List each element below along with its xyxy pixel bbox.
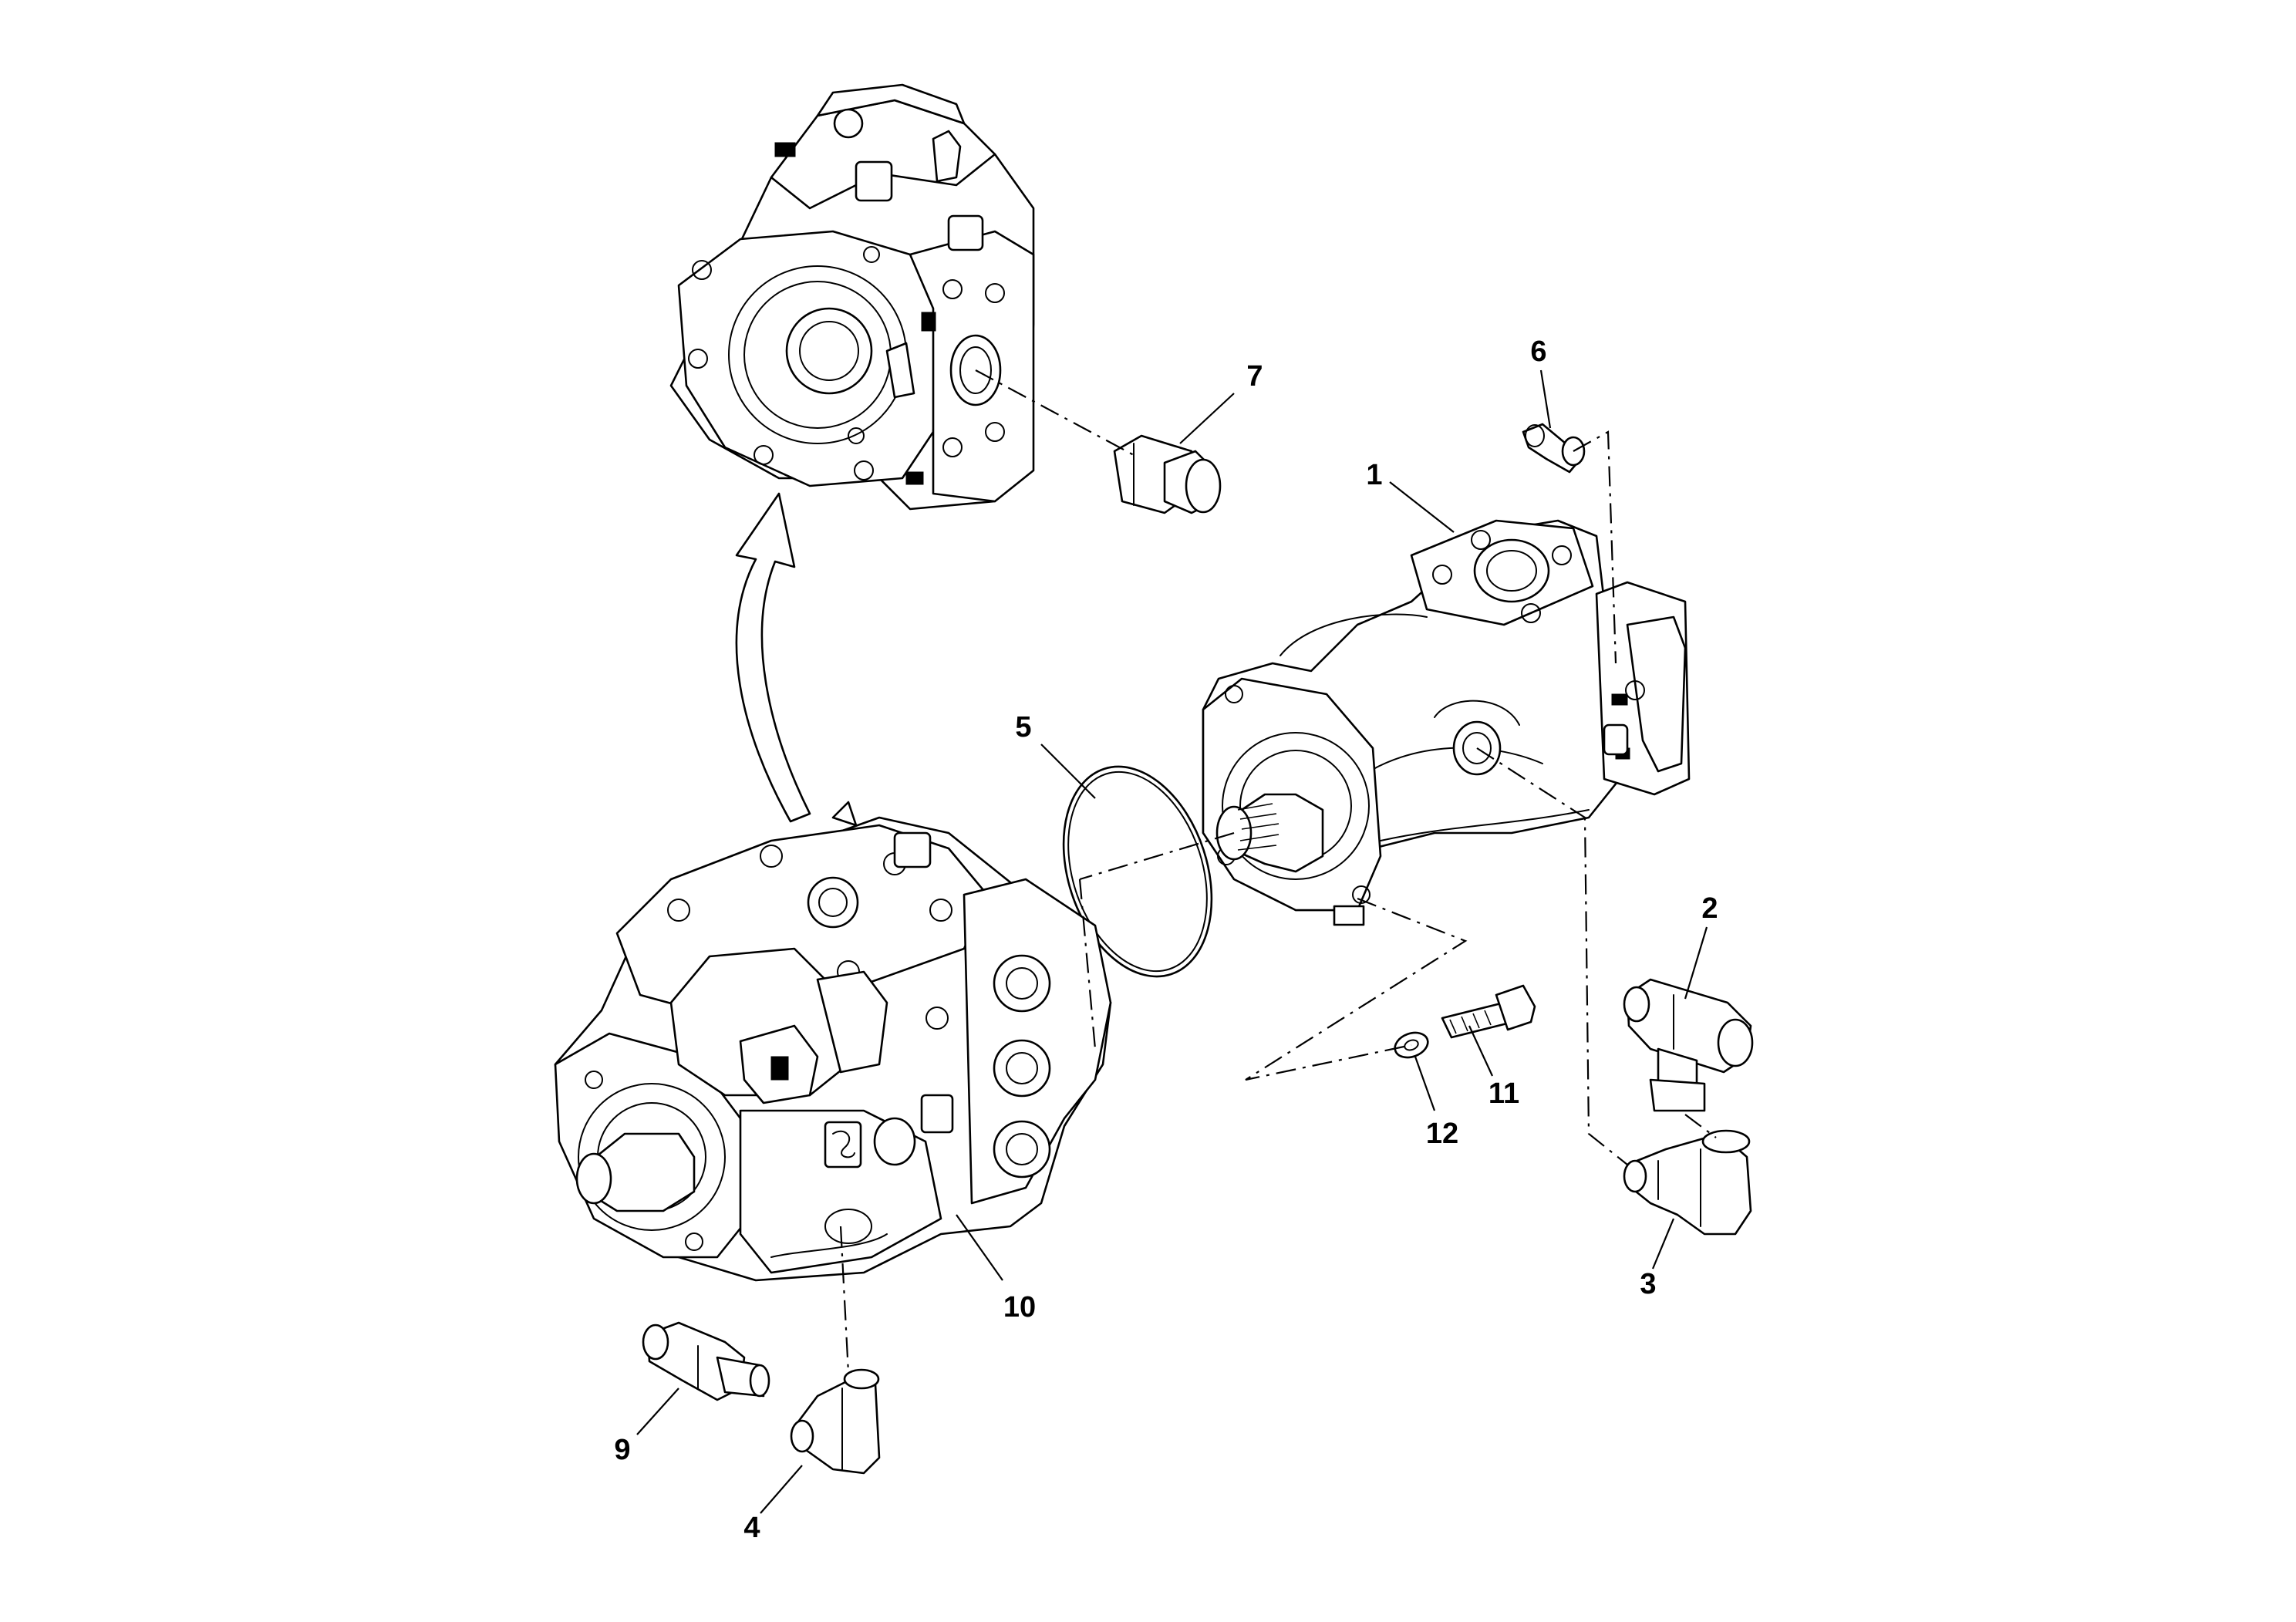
callout-4: 4 <box>743 1465 803 1544</box>
main-pump-part-10 <box>554 801 1112 1282</box>
tee-fitting-part-9 <box>642 1321 770 1401</box>
svg-text:12: 12 <box>1426 1118 1458 1150</box>
bolt-part-11 <box>1441 984 1536 1039</box>
callout-6: 6 <box>1530 336 1552 429</box>
callout-11: 11 <box>1468 1025 1519 1110</box>
callout-5: 5 <box>1015 711 1096 799</box>
elbow-fitting-part-6 <box>1522 423 1586 474</box>
callout-7: 7 <box>1179 360 1263 444</box>
svg-text:11: 11 <box>1489 1077 1519 1110</box>
svg-text:10: 10 <box>1003 1291 1036 1324</box>
svg-text:7: 7 <box>1246 360 1263 393</box>
callout-2: 2 <box>1684 892 1718 1000</box>
charge-pump-part-1 <box>1202 519 1691 926</box>
svg-text:4: 4 <box>743 1512 760 1544</box>
elbow-fitting-part-3 <box>1623 1129 1752 1236</box>
transfer-arrow <box>735 492 811 823</box>
svg-text:1: 1 <box>1366 459 1382 491</box>
tee-fitting-part-2 <box>1623 978 1754 1112</box>
callout-1: 1 <box>1366 459 1455 533</box>
svg-text:2: 2 <box>1701 892 1718 925</box>
callout-9: 9 <box>614 1388 679 1466</box>
svg-text:3: 3 <box>1640 1268 1656 1300</box>
svg-text:5: 5 <box>1015 711 1031 744</box>
o-ring-part-5 <box>1062 765 1213 978</box>
callout-3: 3 <box>1640 1218 1675 1300</box>
assembly-lines <box>839 369 1717 1374</box>
elbow-fitting-part-4 <box>790 1368 881 1475</box>
pump-rear-end-cover <box>669 83 1035 511</box>
callout-12: 12 <box>1414 1056 1458 1150</box>
svg-text:9: 9 <box>614 1434 630 1466</box>
plug-fitting-part-7 <box>1113 434 1222 514</box>
svg-text:6: 6 <box>1530 336 1546 368</box>
callout-10: 10 <box>956 1214 1036 1324</box>
